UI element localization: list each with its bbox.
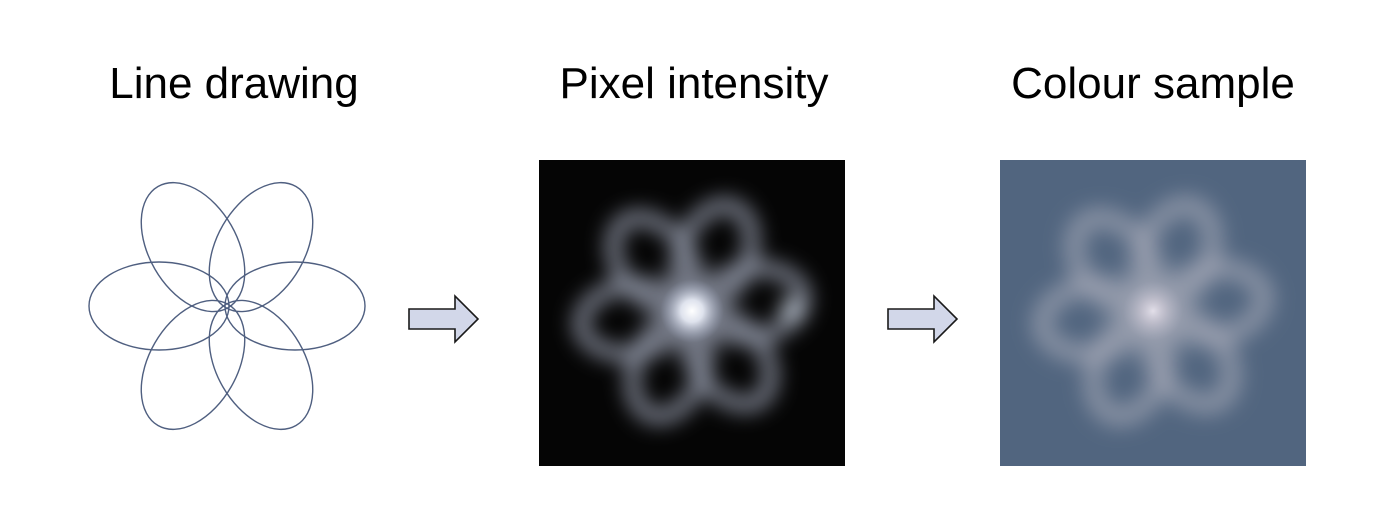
colour-sample-figure: [1000, 160, 1306, 466]
petal-loop: [208, 181, 314, 313]
right-arrow-icon: [406, 293, 482, 345]
title-colour-sample: Colour sample: [1011, 59, 1295, 108]
petal-loop: [88, 261, 230, 351]
arrow-shape: [887, 294, 959, 344]
highlight-spot: [780, 299, 801, 320]
petal-loop: [208, 299, 314, 431]
petal-loop: [224, 261, 366, 351]
arrow-shape: [408, 294, 480, 344]
title-pixel-intensity: Pixel intensity: [559, 59, 829, 108]
petal-loop: [140, 299, 246, 431]
line-drawing-panel: [82, 176, 372, 436]
pixel-intensity-figure: [539, 160, 845, 466]
right-arrow-icon: [885, 293, 961, 345]
colour-sample-panel: [1000, 160, 1306, 466]
line-drawing-figure: [88, 181, 366, 431]
pixel-intensity-panel: [539, 160, 845, 466]
title-line-drawing: Line drawing: [109, 59, 359, 108]
petal-loop: [140, 181, 246, 313]
